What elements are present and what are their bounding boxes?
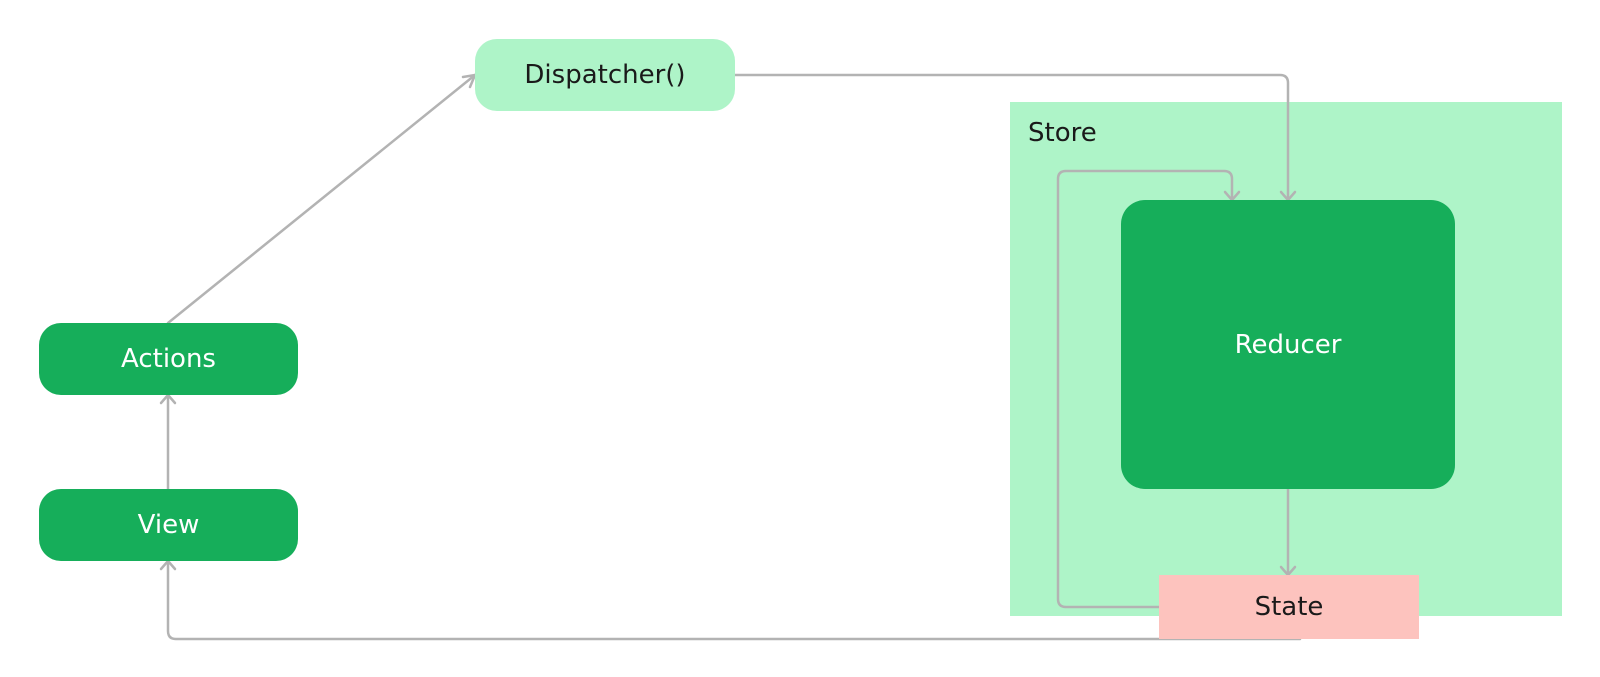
edge-state-to-view: [166, 559, 1302, 641]
actions-node: Actions: [39, 323, 298, 395]
view-node: View: [39, 489, 298, 561]
edge-actions-to-dispatcher: [166, 73, 477, 325]
edge-dispatcher-to-reducer: [733, 73, 1290, 202]
state-label: State: [1254, 592, 1324, 622]
arrowhead-actions: [159, 393, 177, 405]
dispatcher-node: Dispatcher(): [475, 39, 735, 111]
store-label: Store: [1028, 118, 1097, 148]
view-label: View: [137, 510, 200, 540]
edge-state-to-reducer-loop: [1056, 169, 1234, 609]
arrowhead-view: [159, 559, 177, 571]
dispatcher-label: Dispatcher(): [524, 60, 686, 90]
actions-label: Actions: [121, 344, 216, 374]
reducer-label: Reducer: [1234, 329, 1342, 360]
state-node: State: [1159, 575, 1419, 639]
reducer-node: Reducer: [1121, 200, 1455, 489]
